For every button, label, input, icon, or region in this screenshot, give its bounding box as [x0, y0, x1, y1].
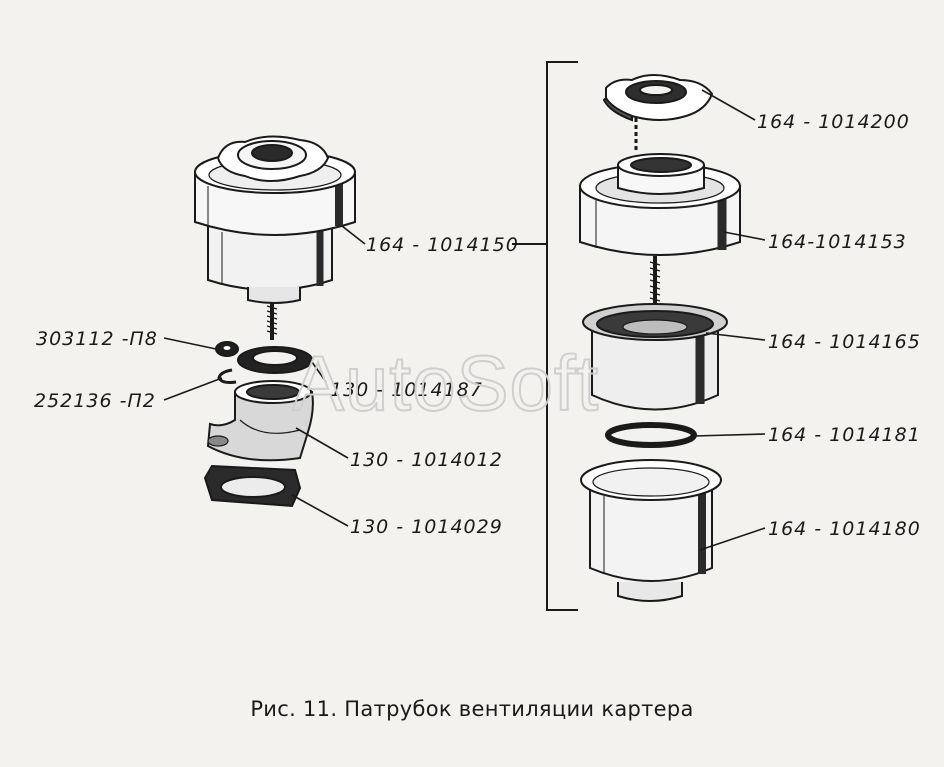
label-cup: 164 - 1014180: [768, 518, 921, 540]
label-washer: 303112 -П8: [36, 328, 158, 350]
label-pipe-body: 130 - 1014012: [350, 449, 503, 471]
label-spring-washer: 252136 -П2: [34, 390, 156, 412]
seal-ring-drawing: [605, 422, 697, 448]
watermark-text: AutoSoft: [292, 339, 599, 427]
assembly-bracket: [512, 61, 578, 611]
label-housing: 164-1014153: [768, 231, 907, 253]
leader-lines: [163, 89, 766, 551]
cap-drawing: [602, 74, 714, 152]
label-gasket-ring: 130 - 1014187: [330, 379, 483, 401]
label-seal-ring: 164 - 1014181: [768, 424, 921, 446]
pipe-body-drawing: [206, 380, 314, 462]
breather-assembly-drawing: [194, 135, 356, 340]
flange-gasket-drawing: [203, 464, 302, 508]
label-filter-element: 164 - 1014165: [768, 331, 921, 353]
label-flange-gasket: 130 - 1014029: [350, 516, 503, 538]
small-washers-drawing: [215, 341, 239, 384]
housing-drawing: [579, 153, 741, 306]
gasket-ring-drawing: [237, 346, 313, 374]
cup-drawing: [580, 459, 722, 602]
label-cap: 164 - 1014200: [757, 111, 910, 133]
label-breather-assembly: 164 - 1014150: [366, 234, 519, 256]
filter-element-drawing: [582, 303, 728, 411]
figure-caption: Рис. 11. Патрубок вентиляции картера: [250, 697, 694, 721]
